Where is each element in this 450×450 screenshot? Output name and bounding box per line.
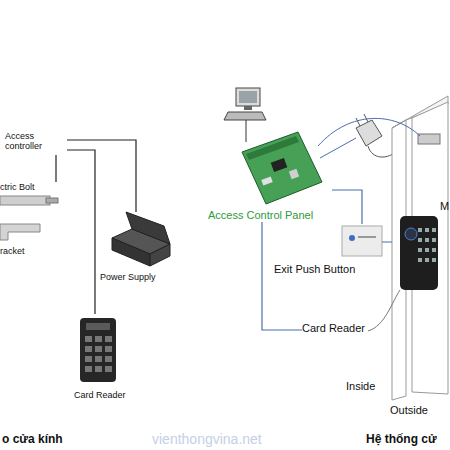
keypad-reader xyxy=(86,323,110,330)
fingerprint-reader xyxy=(425,238,429,242)
control-board xyxy=(261,176,272,185)
electric-bolt xyxy=(0,196,50,205)
door-label: M xyxy=(440,200,449,213)
door-frame xyxy=(318,118,420,146)
label-holder: o cửa kính xyxy=(2,433,63,447)
watermark: vienthongvina.net xyxy=(152,431,262,447)
fingerprint-reader xyxy=(400,216,438,290)
component-label: Access Control Panel xyxy=(208,209,313,222)
keypad-reader xyxy=(95,366,102,372)
keypad-reader xyxy=(80,318,116,382)
door-frame xyxy=(418,134,440,144)
exit-button xyxy=(349,235,355,241)
label-holder: Hệ thống cử xyxy=(366,433,437,447)
fingerprint-reader xyxy=(432,258,436,262)
keypad-reader xyxy=(95,336,102,342)
component-label: Card Reader xyxy=(302,322,365,335)
exit-button xyxy=(342,226,392,256)
fingerprint-reader xyxy=(425,248,429,252)
keypad-reader xyxy=(95,346,102,352)
computer-icon xyxy=(224,112,266,120)
component-node: Access controller xyxy=(5,131,67,155)
power-supply-box xyxy=(112,212,170,266)
electric-bolt xyxy=(46,198,58,203)
control-board xyxy=(271,158,288,172)
exit-button xyxy=(358,236,376,238)
fingerprint-reader xyxy=(432,238,436,242)
control-board xyxy=(242,132,322,204)
component-label: Card Reader xyxy=(74,390,126,400)
fingerprint-reader xyxy=(432,248,436,252)
power-plug xyxy=(356,120,382,146)
component-label: ctric Bolt xyxy=(0,182,35,192)
exit-button xyxy=(342,226,382,256)
caption-fragment: Hệ thống cử xyxy=(366,433,437,447)
control-board xyxy=(242,132,322,204)
fingerprint-reader xyxy=(418,228,422,232)
computer-icon xyxy=(246,120,247,142)
fingerprint-reader xyxy=(418,238,422,242)
keypad-reader xyxy=(105,366,112,372)
component-label: Access controller xyxy=(5,131,67,152)
wire-connector xyxy=(55,155,56,182)
label-holder: Outside xyxy=(390,404,428,417)
wire-connector xyxy=(67,140,136,212)
fingerprint-reader xyxy=(425,258,429,262)
component-node: Card Reader xyxy=(74,314,140,400)
keypad-reader xyxy=(105,356,112,362)
wire-connector xyxy=(67,150,95,314)
component-node: ctric Bolt xyxy=(0,182,62,218)
label-holder: M xyxy=(440,200,449,213)
keypad-reader xyxy=(85,356,92,362)
keypad-reader xyxy=(105,346,112,352)
fingerprint-reader xyxy=(418,248,422,252)
component-label: racket xyxy=(0,246,25,256)
component-node: racket xyxy=(0,222,50,256)
fingerprint-reader xyxy=(368,290,400,331)
keypad-reader xyxy=(85,346,92,352)
control-board xyxy=(289,169,299,179)
power-supply-box xyxy=(126,212,170,244)
wire-connector xyxy=(332,190,362,224)
fingerprint-reader xyxy=(425,228,429,232)
power-supply-box xyxy=(150,244,170,266)
bracket xyxy=(0,224,40,240)
keypad-reader xyxy=(80,318,116,382)
control-board xyxy=(246,136,299,160)
electric-bolt xyxy=(0,196,58,205)
computer-icon xyxy=(224,88,266,142)
side-label: Outside xyxy=(390,404,428,417)
keypad-reader xyxy=(85,336,92,342)
fingerprint-reader xyxy=(405,228,417,240)
power-supply-box xyxy=(112,238,150,266)
keypad-reader xyxy=(85,366,92,372)
fingerprint-reader xyxy=(368,216,438,331)
power-plug xyxy=(320,138,356,158)
keypad-reader xyxy=(95,356,102,362)
component-label: Power Supply xyxy=(100,272,156,282)
computer-icon xyxy=(244,106,252,110)
door-frame xyxy=(318,96,448,400)
bracket xyxy=(0,224,40,240)
component-node: Exit Push Button xyxy=(274,224,384,276)
label-holder: Inside xyxy=(346,380,375,393)
component-node: Card Reader xyxy=(302,322,367,338)
component-label: Exit Push Button xyxy=(274,263,355,276)
component-node: Power Supply xyxy=(100,212,172,282)
keypad-reader xyxy=(105,336,112,342)
computer-icon xyxy=(239,91,257,103)
caption-fragment: o cửa kính xyxy=(2,433,63,447)
computer-icon xyxy=(236,88,260,106)
wire-connector xyxy=(262,222,302,330)
fingerprint-reader xyxy=(418,258,422,262)
component-node: Access Control Panel xyxy=(208,132,332,222)
label-holder: vienthongvina.net xyxy=(152,431,262,447)
exit-button xyxy=(382,242,392,243)
side-label: Inside xyxy=(346,380,375,393)
fingerprint-reader xyxy=(432,228,436,232)
